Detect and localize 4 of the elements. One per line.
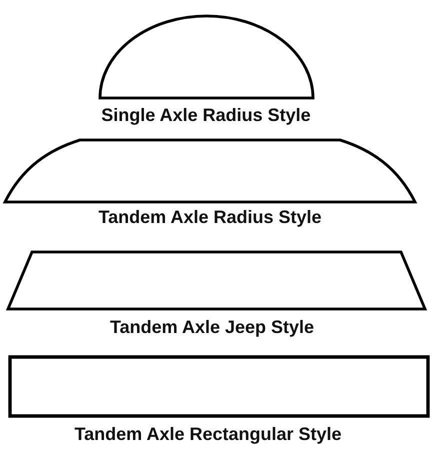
shape-caption: Tandem Axle Rectangular Style bbox=[74, 424, 342, 445]
shape-caption: Tandem Axle Radius Style bbox=[98, 207, 322, 228]
shape-caption: Single Axle Radius Style bbox=[101, 105, 311, 126]
shape-caption: Tandem Axle Jeep Style bbox=[110, 317, 314, 338]
